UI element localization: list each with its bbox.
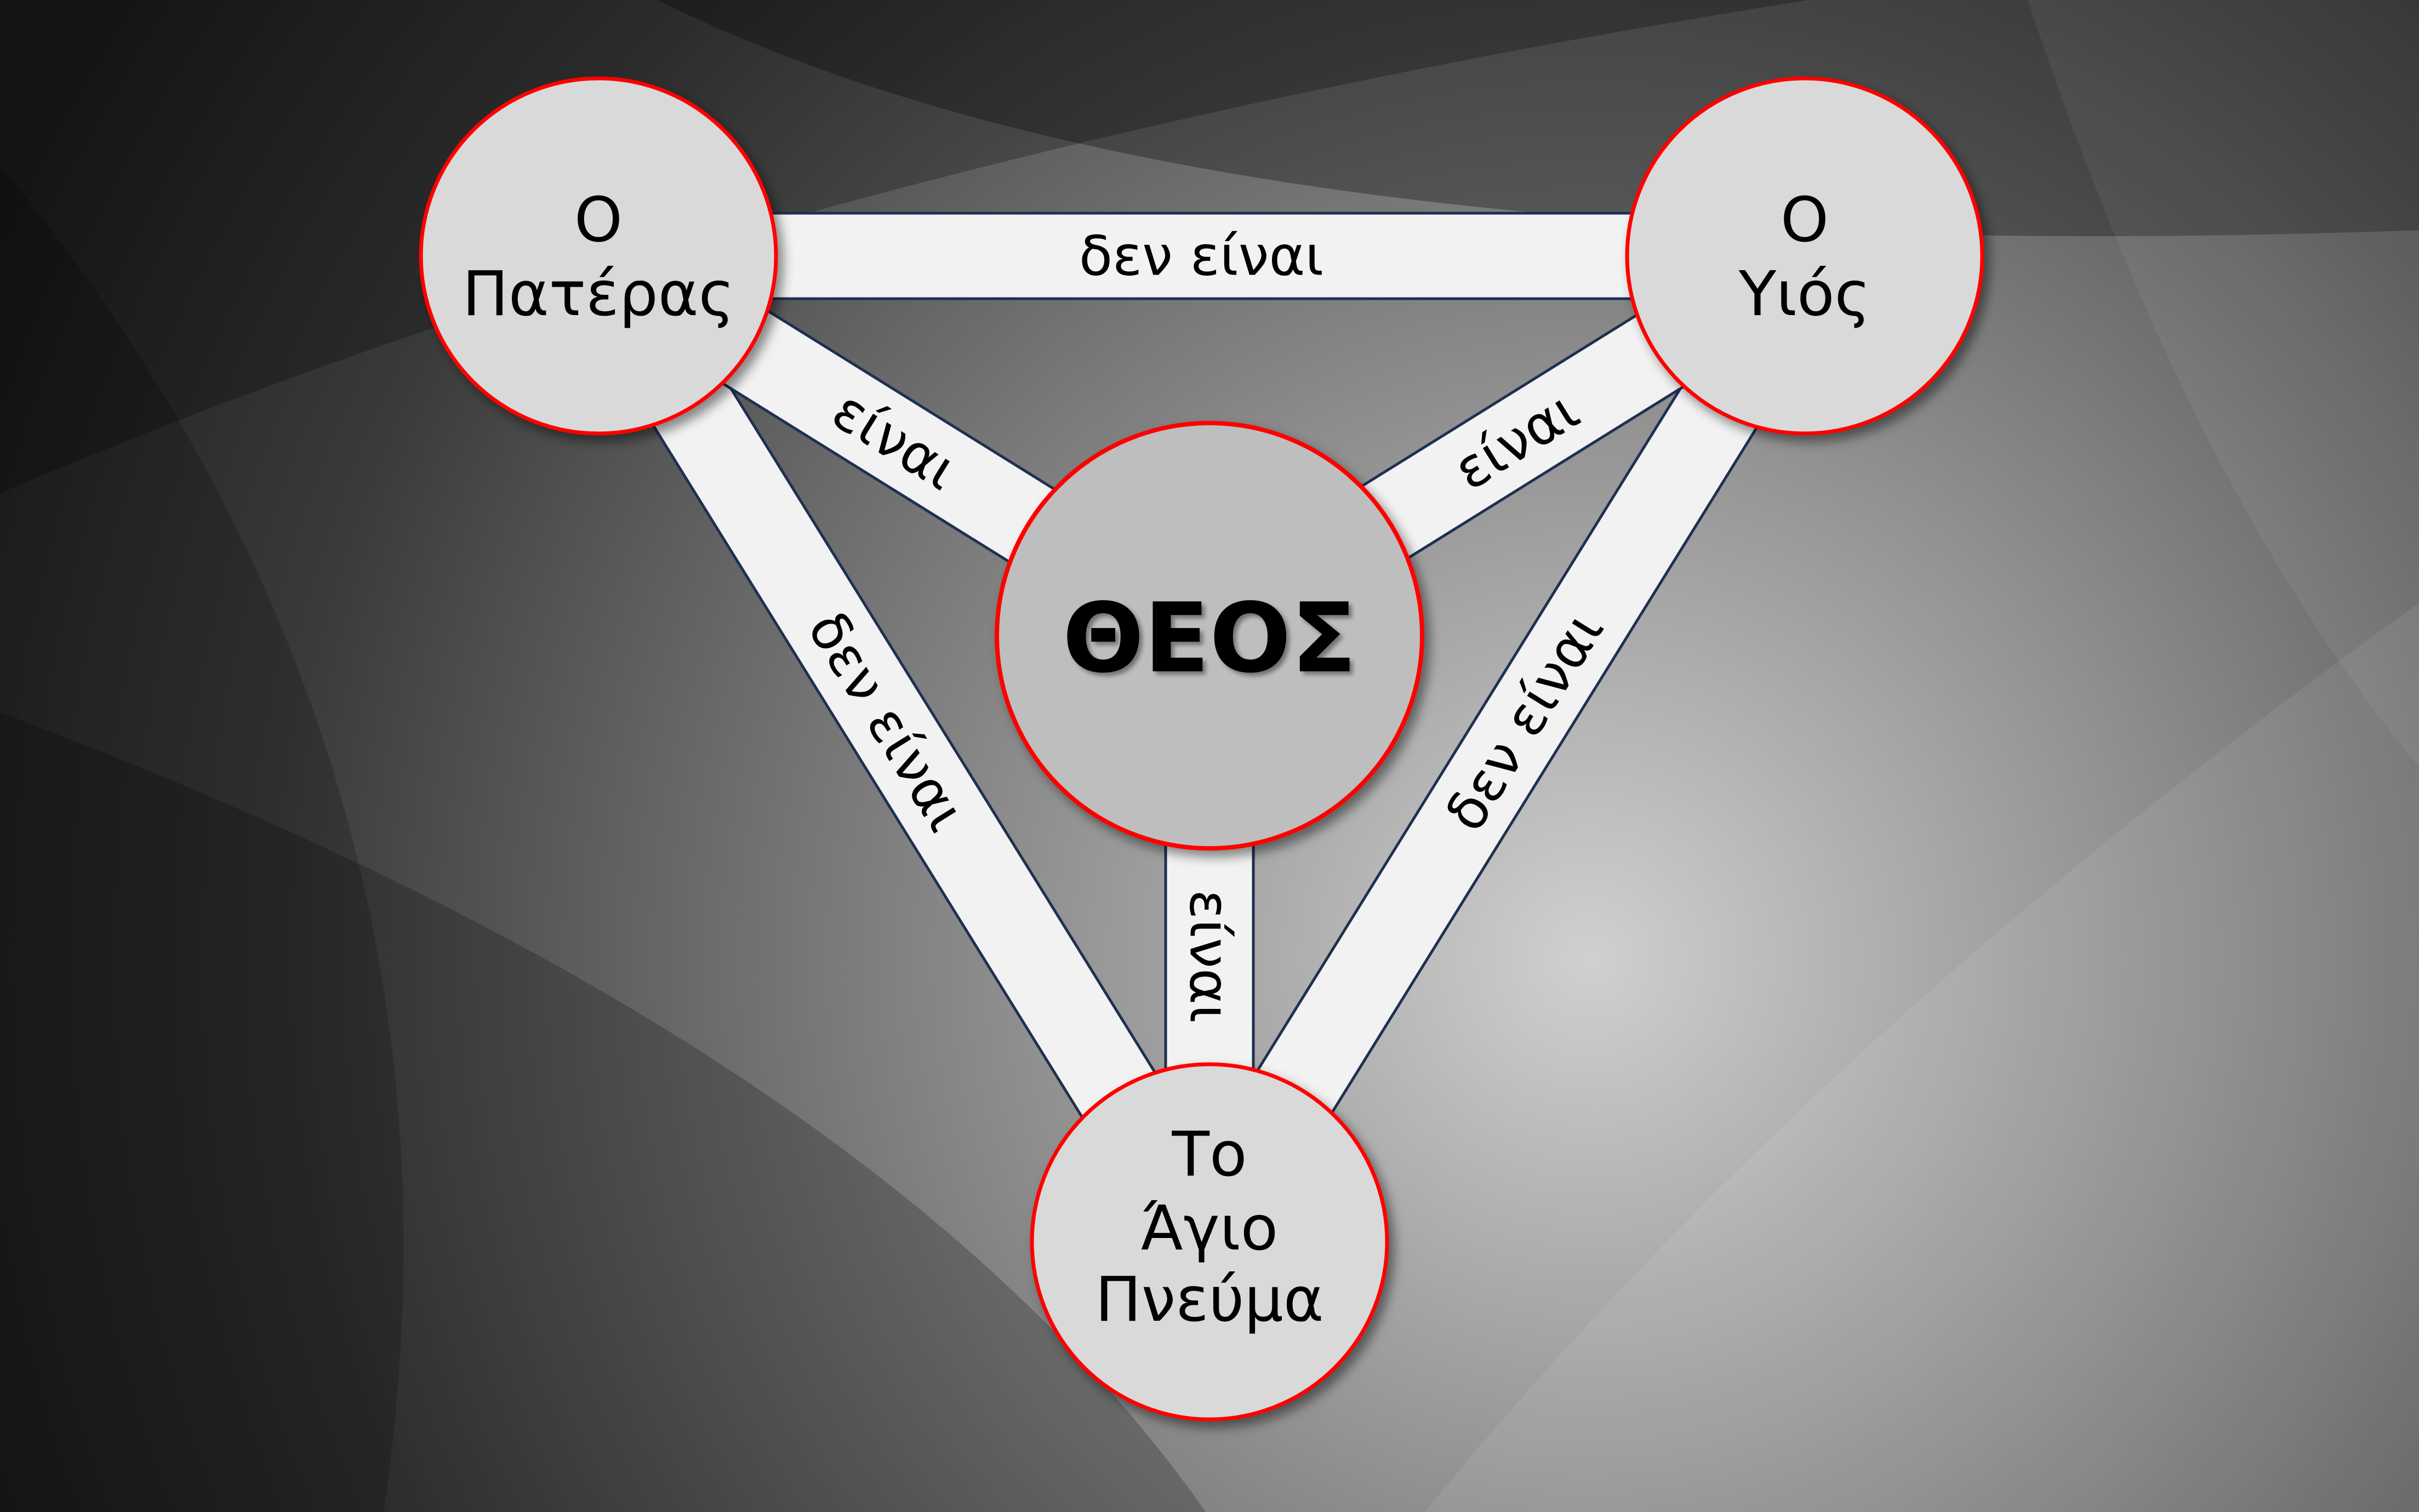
node-label: Άγιο [1141,1193,1278,1264]
node-label: Πνεύμα [1095,1264,1323,1336]
node-label: Το [1172,1119,1247,1190]
link-father-son: δεν είναι [597,212,1806,300]
link-label: δεν είναι [1079,224,1323,288]
node-label: Πατέρας [463,259,735,330]
node-son: Ο Υιός [1625,76,1984,436]
node-god: ΘΕΟΣ [995,421,1424,851]
node-spirit: Το Άγιο Πνεύμα [1030,1062,1389,1422]
node-label: Ο [1781,185,1829,256]
center-label: ΘΕΟΣ [1063,583,1357,694]
node-father: Ο Πατέρας [419,76,778,436]
node-label: Ο [574,185,623,256]
link-label: είναι [1178,889,1242,1023]
node-label: Υιός [1738,259,1871,330]
